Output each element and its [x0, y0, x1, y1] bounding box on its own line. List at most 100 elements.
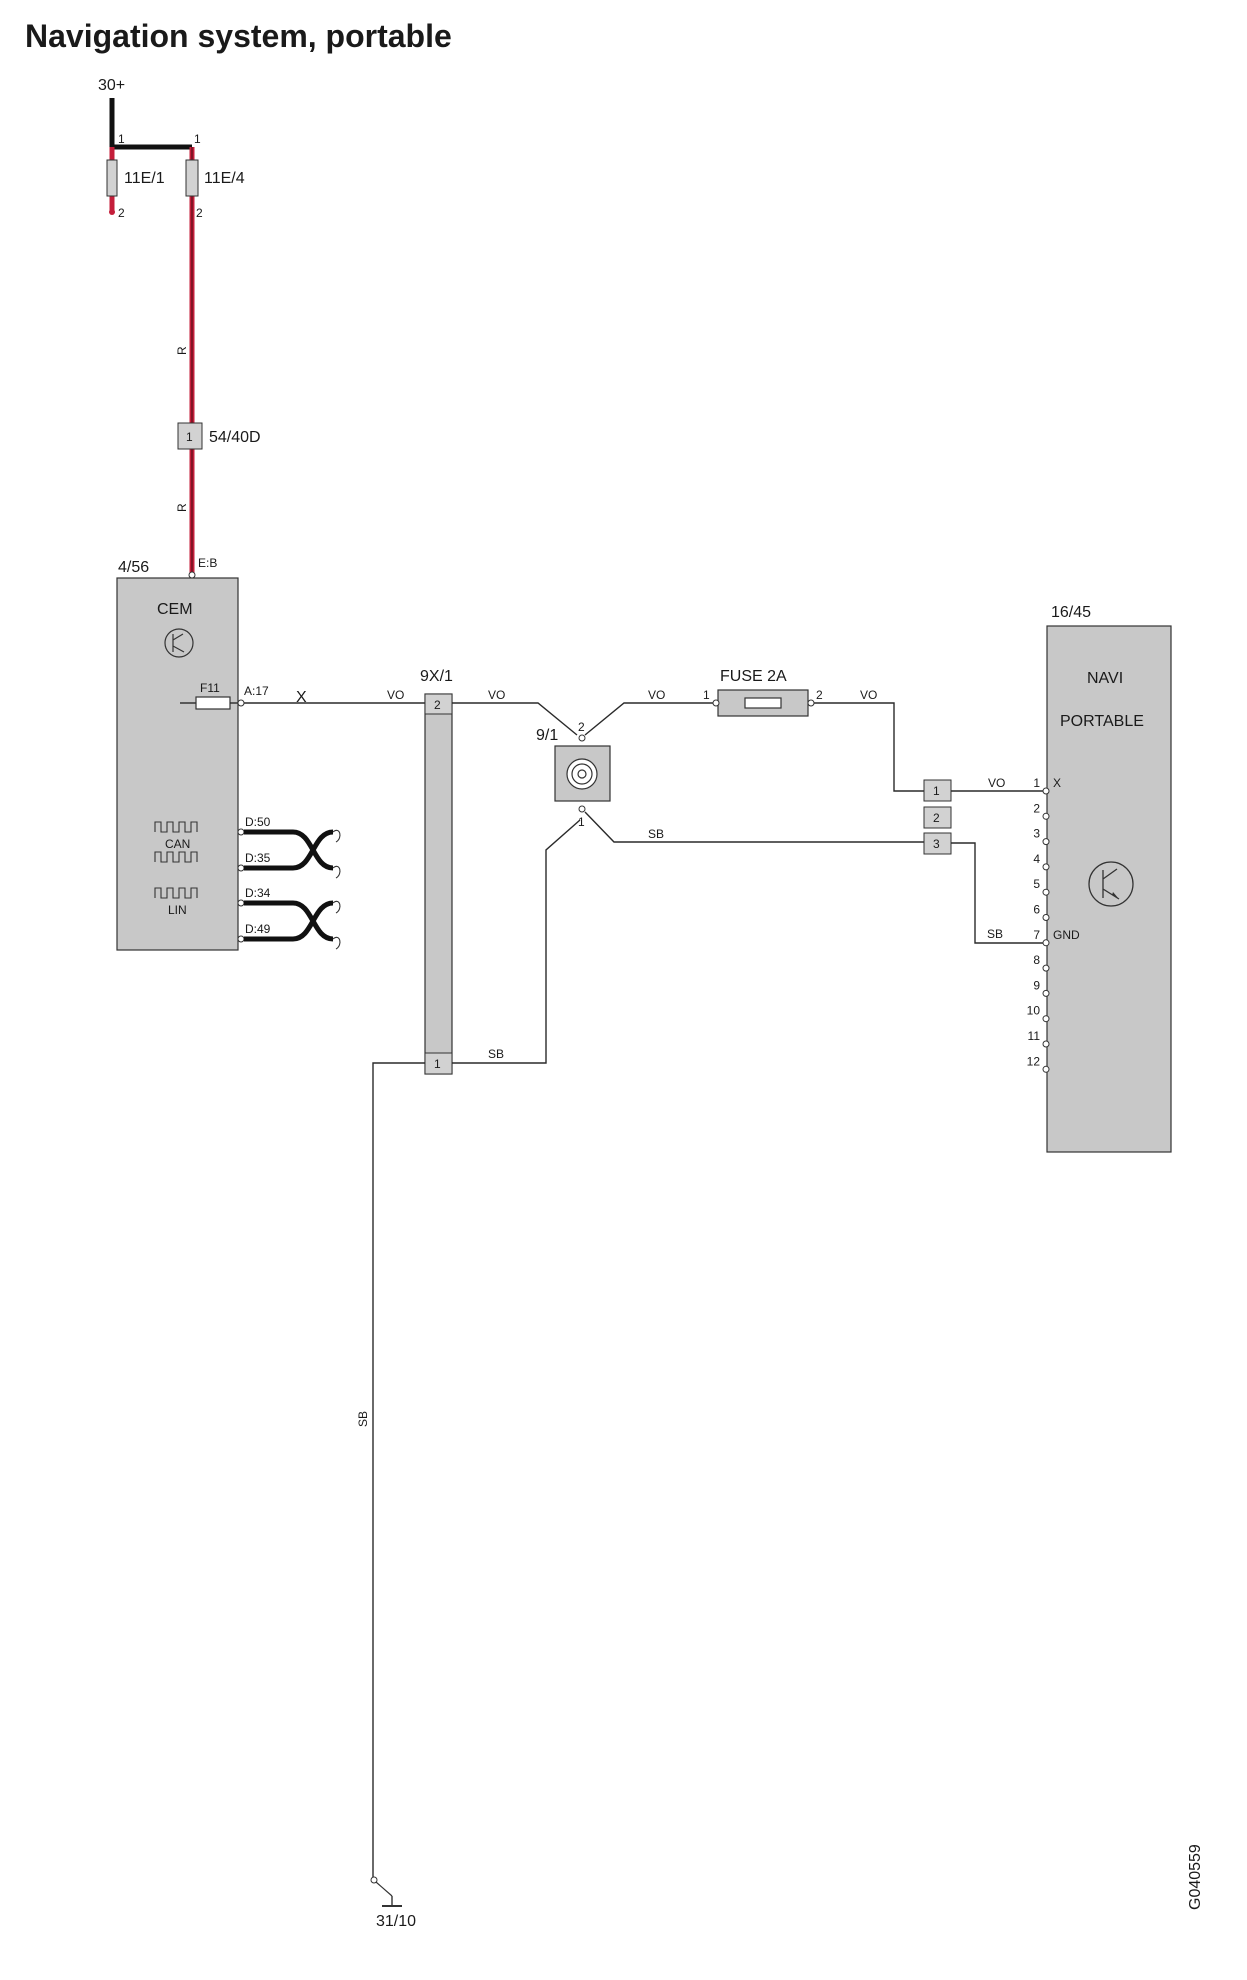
- cem-pin-power: E:B: [198, 556, 217, 570]
- connector-mid-pin2-box: [923, 806, 952, 829]
- socket-pin1-dot: [578, 805, 586, 813]
- ground-label: 31/10: [376, 1913, 416, 1930]
- cem-fuse-label: F11: [200, 681, 220, 695]
- bus-pin-d49: D:49: [245, 922, 271, 936]
- page-title: Navigation system, portable: [25, 18, 452, 54]
- lin-signal-icon: [154, 887, 198, 899]
- connector-9x1: [424, 693, 453, 1075]
- navi-pin-10-dot: [1042, 1015, 1050, 1023]
- wire-color-r-1: R: [175, 346, 189, 355]
- wire-vo-navi: VO: [988, 776, 1005, 790]
- connector-9x1-pin2-box: [424, 693, 453, 715]
- socket-icon: [566, 758, 598, 790]
- navi-pin-1-dot: [1042, 787, 1050, 795]
- navi-pin-9: 9: [1033, 978, 1040, 992]
- transistor-icon: [164, 628, 194, 658]
- fuse-11e4-pin1: 1: [194, 132, 201, 146]
- wire-vo-fuse-in: VO: [648, 688, 665, 702]
- navi-pin-3-dot: [1042, 838, 1050, 846]
- lin-label: LIN: [168, 903, 187, 917]
- connector-mid-pin1: 1: [933, 784, 940, 798]
- navi-pin7-label: GND: [1053, 928, 1080, 942]
- fuse-11e1-label: 11E/1: [124, 170, 165, 187]
- navi-pin-4: 4: [1033, 852, 1040, 866]
- wire-color-r-2: R: [175, 503, 189, 512]
- cem-pin-power-dot: [188, 571, 196, 579]
- navi-pin-2-dot: [1042, 812, 1050, 820]
- navi-pin-12: 12: [1027, 1054, 1041, 1068]
- cem-wire-x: X: [296, 689, 307, 706]
- bus-pin-d50: D:50: [245, 815, 271, 829]
- can-bus-pair: [237, 828, 341, 879]
- connector-9x1-pin1: 1: [434, 1057, 441, 1071]
- wire-fuse-to-connector: [814, 702, 924, 792]
- socket-pin2: 2: [578, 720, 585, 734]
- wire-vo-in: VO: [387, 688, 404, 702]
- navi-pin-8-dot: [1042, 964, 1050, 972]
- fuse-2a-element: [744, 697, 782, 709]
- navi-pin-10: 10: [1027, 1004, 1041, 1018]
- connector-54-40d: [177, 422, 203, 450]
- navi-module: [1046, 625, 1172, 1153]
- wire-sb-ground: SB: [356, 1411, 370, 1427]
- navi-pin-7: 7: [1033, 928, 1040, 942]
- ground-switch-dot: [370, 1876, 378, 1884]
- wire-connector-to-navi-gnd: [951, 842, 1046, 944]
- ground-icon: [375, 1881, 402, 1907]
- navi-pin-8: 8: [1033, 953, 1040, 967]
- wire-9x1-sb-to-socket: [452, 819, 581, 1064]
- wire-ground: [372, 1062, 425, 1877]
- navi-pin-7-dot: [1042, 939, 1050, 947]
- navi-pin-5-dot: [1042, 888, 1050, 896]
- wire-socket-sb: [584, 811, 924, 843]
- lin-bus-pair: [237, 899, 341, 950]
- navi-pin-11-dot: [1042, 1040, 1050, 1048]
- fuse-11e4-label: 11E/4: [204, 170, 245, 187]
- navi-pin-6-dot: [1042, 914, 1050, 921]
- fuse-11e1-pin1: 1: [118, 132, 125, 146]
- can-signal-icon: [154, 821, 198, 863]
- cem-name: CEM: [157, 601, 193, 618]
- connector-9x1-ref: 9X/1: [420, 668, 453, 685]
- wire-socket-to-fuse: [584, 702, 713, 736]
- connector-54-40d-label: 54/40D: [209, 429, 261, 446]
- navi-pin-3: 3: [1033, 827, 1040, 841]
- navi-name-line1: NAVI: [1087, 670, 1123, 687]
- wire-sb-9x1: SB: [488, 1047, 504, 1061]
- drawing-id: G040559: [1187, 1844, 1204, 1910]
- fuse-11e1-symbol: [106, 159, 118, 197]
- can-label: CAN: [165, 837, 190, 851]
- connector-9x1-pin2: 2: [434, 698, 441, 712]
- cem-ref: 4/56: [118, 559, 149, 576]
- navi-pin-1: 1: [1033, 776, 1040, 790]
- fuse-2a-pin2-dot: [807, 699, 815, 707]
- navi-pin-9-dot: [1042, 989, 1050, 997]
- navi-pin-4-dot: [1042, 863, 1050, 871]
- connector-mid-pin2: 2: [933, 811, 940, 825]
- navi-pin-2: 2: [1033, 801, 1040, 815]
- bus-pin-d35: D:35: [245, 851, 271, 865]
- socket-91-ref: 9/1: [536, 727, 558, 744]
- navi-pin-11: 11: [1028, 1029, 1041, 1043]
- cem-fuse-f11: [195, 696, 231, 710]
- fuse-2a-pin1: 1: [703, 688, 710, 702]
- cem-module: [116, 577, 239, 951]
- transistor-icon: [1088, 861, 1134, 907]
- wire-sb-socket: SB: [648, 827, 664, 841]
- wire-9x1-to-socket: [452, 702, 578, 736]
- navi-pin-5: 5: [1033, 877, 1040, 891]
- wire-sb-navi-gnd: SB: [987, 927, 1003, 941]
- fuse-2a-pin2: 2: [816, 688, 823, 702]
- navi-pin1-label: X: [1053, 776, 1061, 790]
- wire-vo-9x1-out: VO: [488, 688, 505, 702]
- terminal-30-label: 30+: [98, 77, 125, 94]
- connector-54-40d-pin: 1: [186, 430, 193, 444]
- navi-pin-6: 6: [1033, 903, 1040, 917]
- fuse-11e4-pin2: 2: [196, 206, 203, 220]
- fuse-11e4-symbol: [185, 159, 199, 197]
- navi-ref: 16/45: [1051, 604, 1091, 621]
- cem-pin-a17: A:17: [244, 684, 269, 698]
- fuse-2a-pin1-dot: [712, 699, 720, 707]
